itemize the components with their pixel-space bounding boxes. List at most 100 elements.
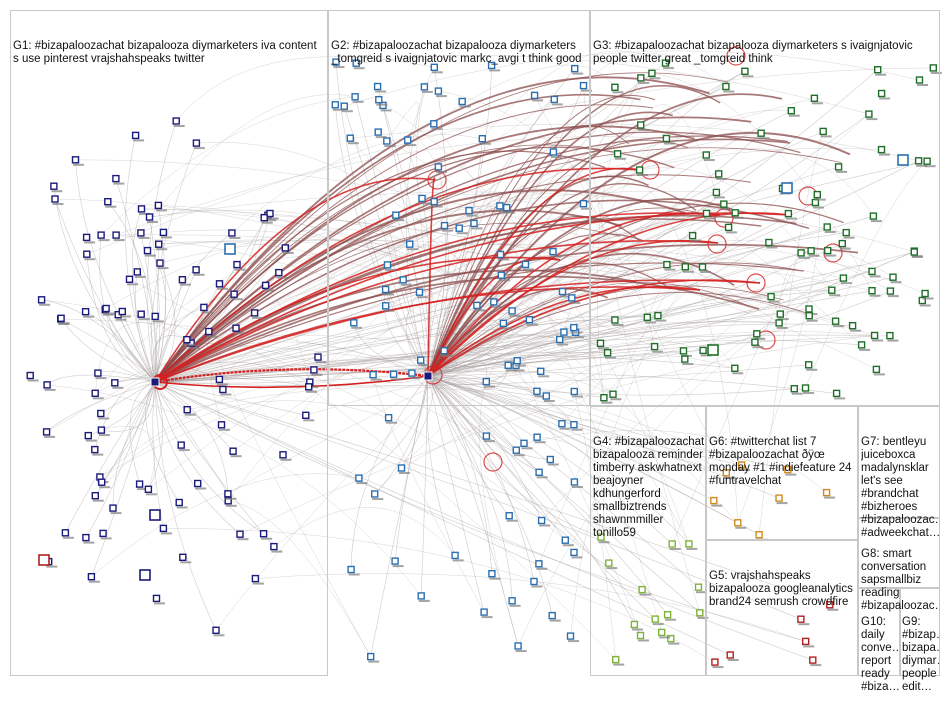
- node: [831, 317, 840, 325]
- node-shadow: [311, 373, 323, 376]
- node-shadow: [471, 227, 483, 230]
- edge: [427, 65, 492, 377]
- node-shadow: [560, 295, 571, 298]
- node: [143, 246, 152, 255]
- node: [720, 200, 728, 208]
- edge: [517, 277, 844, 647]
- node-shadow: [644, 321, 656, 324]
- node: [596, 339, 605, 347]
- edge: [116, 234, 538, 392]
- edge: [737, 194, 820, 523]
- node-shadow: [456, 232, 468, 235]
- edge: [308, 332, 704, 388]
- edge: [383, 289, 429, 377]
- node-shadow: [735, 526, 747, 529]
- node: [381, 285, 390, 294]
- node: [712, 188, 721, 197]
- node-shadow: [370, 378, 382, 381]
- node-shadow: [581, 207, 592, 210]
- node-shadow: [44, 435, 56, 438]
- node: [87, 573, 96, 581]
- node-shadow: [219, 428, 230, 431]
- node-shadow: [154, 602, 165, 605]
- node: [549, 148, 558, 156]
- node-shadow: [930, 71, 942, 74]
- node: [371, 490, 379, 498]
- node: [57, 314, 65, 322]
- edge: [227, 250, 812, 495]
- node-shadow: [924, 165, 936, 168]
- node-shadow: [230, 455, 242, 458]
- node: [921, 289, 929, 298]
- group-panel-g5: [706, 540, 858, 676]
- edge: [503, 306, 605, 398]
- edge: [140, 94, 356, 234]
- node-shadow: [550, 255, 562, 258]
- node-shadow: [139, 212, 150, 215]
- node: [151, 312, 159, 321]
- edge: [154, 334, 875, 383]
- edge: [141, 208, 875, 336]
- edge: [537, 436, 604, 538]
- node: [868, 287, 876, 295]
- edge-strong: [427, 212, 791, 377]
- node: [824, 246, 832, 255]
- node: [94, 369, 102, 377]
- edge: [154, 381, 229, 494]
- node: [352, 59, 360, 67]
- node: [50, 182, 58, 190]
- node: [726, 651, 734, 659]
- edge: [99, 235, 156, 383]
- edge: [427, 375, 690, 545]
- node: [630, 620, 639, 629]
- edge: [350, 375, 429, 570]
- edge: [154, 290, 873, 383]
- node-shadow: [435, 95, 447, 98]
- node: [781, 182, 793, 194]
- edge: [154, 71, 746, 383]
- node-shadow: [911, 256, 923, 258]
- node-shadow: [669, 548, 681, 550]
- node: [566, 632, 575, 640]
- node: [183, 406, 191, 414]
- edge: [427, 160, 919, 377]
- edge: [427, 227, 729, 377]
- node-shadow: [806, 319, 818, 322]
- node-shadow: [95, 377, 107, 380]
- node-shadow: [776, 502, 788, 505]
- node-shadow: [742, 75, 754, 78]
- node-shadow: [267, 217, 279, 220]
- node-shadow: [573, 336, 585, 339]
- group-label-g2: G2: #bizapaloozachat bizapalooza diymark…: [331, 40, 582, 65]
- node-shadow: [110, 512, 122, 515]
- node-shadow: [271, 550, 283, 553]
- node-shadow: [866, 118, 878, 121]
- node-shadow: [509, 314, 521, 317]
- node: [643, 313, 651, 321]
- node-shadow: [824, 231, 836, 233]
- node-shadow: [917, 84, 928, 86]
- edge: [154, 218, 762, 383]
- node-shadow: [850, 329, 862, 332]
- edge: [356, 55, 869, 115]
- node: [797, 249, 805, 257]
- edge: [427, 323, 853, 377]
- node-shadow: [105, 205, 117, 208]
- node: [71, 156, 80, 164]
- node: [813, 190, 821, 199]
- node: [874, 65, 882, 74]
- node: [504, 361, 512, 369]
- node-shadow: [421, 90, 433, 93]
- node-shadow: [119, 315, 131, 318]
- edge: [154, 169, 640, 383]
- node-shadow: [265, 219, 277, 222]
- edge: [154, 381, 275, 547]
- node: [513, 357, 521, 365]
- edge: [427, 339, 862, 377]
- node: [807, 247, 815, 255]
- node: [805, 361, 813, 369]
- node-shadow: [201, 311, 213, 314]
- edge: [107, 201, 156, 383]
- node-shadow: [639, 593, 651, 596]
